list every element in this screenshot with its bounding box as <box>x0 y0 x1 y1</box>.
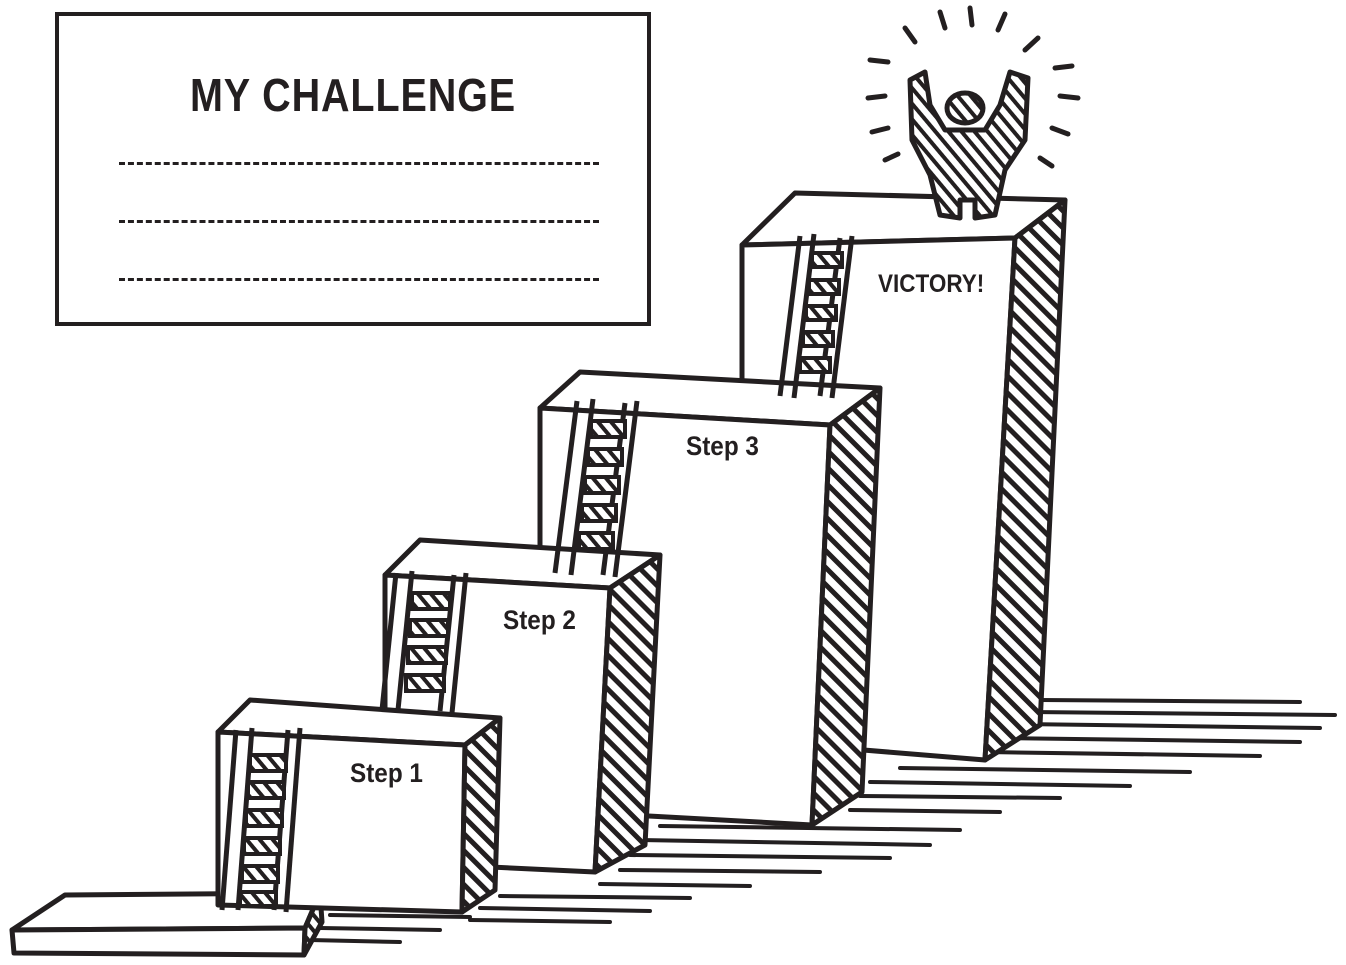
blank-line <box>119 278 599 281</box>
challenge-title: MY CHALLENGE <box>100 68 606 122</box>
step-label-3: Step 3 <box>686 431 759 462</box>
challenge-card: MY CHALLENGE <box>55 12 651 326</box>
step-label-1: Step 1 <box>350 758 423 789</box>
blank-line <box>119 162 599 165</box>
step-label-victory: VICTORY! <box>878 270 984 299</box>
step-label-2: Step 2 <box>503 605 576 636</box>
blank-line <box>119 220 599 223</box>
